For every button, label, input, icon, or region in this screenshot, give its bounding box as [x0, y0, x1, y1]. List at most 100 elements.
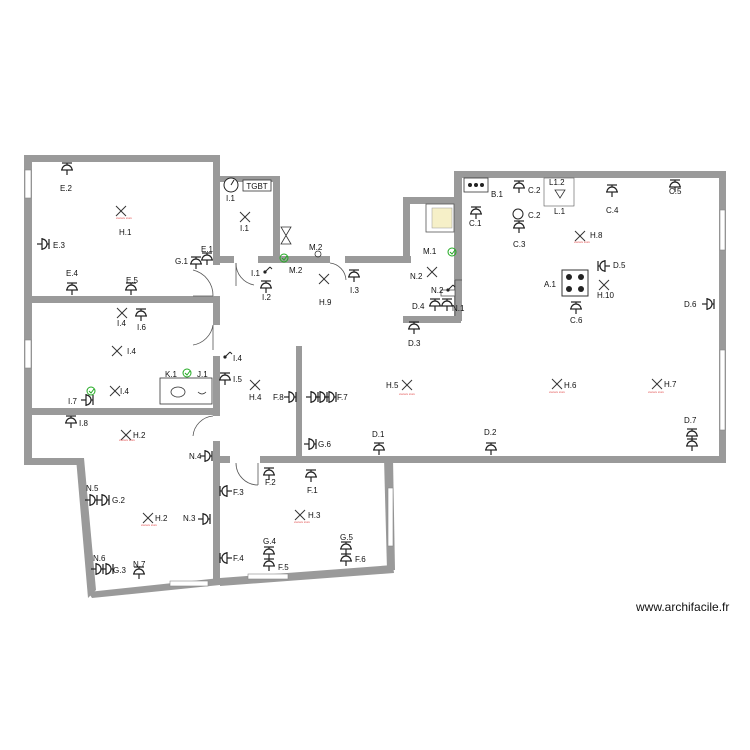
label-f5: F.5 — [278, 563, 289, 572]
label-c1: C.1 — [469, 219, 482, 228]
switch-icon — [222, 351, 233, 360]
c2-socket-icon — [512, 208, 524, 220]
label-k1: K.1 — [165, 370, 178, 379]
label-h5: H.5 — [386, 381, 399, 390]
lamp-icon — [318, 273, 330, 285]
label-h8: H.8 — [590, 231, 603, 240]
fixtures: TGBT — [159, 177, 589, 405]
lamp-icon — [651, 378, 663, 390]
lamp-icon — [116, 307, 128, 319]
label-g6: G.6 — [318, 440, 331, 449]
label-n6: N.6 — [93, 554, 106, 563]
label-e3: E.3 — [53, 241, 66, 250]
sink-l1 — [543, 177, 575, 207]
outlet-icon — [512, 180, 526, 194]
svg-text:xxxxxx xxxx: xxxxxx xxxx — [294, 520, 310, 524]
outlet-icon — [134, 308, 148, 322]
label-c2b: C.2 — [528, 211, 541, 220]
label-h7: H.7 — [664, 380, 677, 389]
outlet-icon — [428, 298, 442, 312]
label-f6: F.6 — [355, 555, 366, 564]
label-m2a: M.2 — [309, 243, 323, 252]
label-h6: H.6 — [564, 381, 577, 390]
outlet-icon — [484, 442, 498, 456]
outlet-icon — [262, 558, 276, 572]
label-i5: I.5 — [233, 375, 242, 384]
label-d4: D.4 — [412, 302, 425, 311]
label-g3: G.3 — [113, 566, 126, 575]
svg-text:xxxxxx xxxx: xxxxxx xxxx — [648, 390, 664, 394]
label-d2: D.2 — [484, 428, 497, 437]
outlet-icon — [259, 280, 273, 294]
outlet-icon — [304, 469, 318, 483]
lamp-icon — [111, 345, 123, 357]
lamp-icon — [142, 512, 154, 524]
label-h10: H.10 — [597, 291, 614, 300]
tgbt-label: TGBT — [246, 182, 267, 191]
label-i1a: I.1 — [226, 194, 235, 203]
svg-text:xxxxxx xxxx: xxxxxx xxxx — [116, 216, 132, 220]
label-c6: C.6 — [570, 316, 583, 325]
label-m1: M.1 — [423, 247, 437, 256]
outlet-icon — [372, 442, 386, 456]
label-l1: L.1 — [554, 207, 566, 216]
label-i4d: I.4 — [120, 387, 129, 396]
label-h9: H.9 — [319, 298, 332, 307]
label-i2: I.2 — [262, 293, 271, 302]
outlet-icon — [199, 449, 213, 463]
svg-text:xxxxxx xxxx: xxxxxx xxxx — [574, 240, 590, 244]
label-d5: D.5 — [613, 261, 626, 270]
outlet-icon — [262, 546, 276, 560]
label-i4b: I.4 — [127, 347, 136, 356]
switch-icon — [262, 266, 273, 275]
outlet-icon — [189, 256, 203, 270]
outlet-icon — [65, 282, 79, 296]
label-c3: C.3 — [513, 240, 526, 249]
label-n7: N.7 — [133, 560, 146, 569]
label-n5: N.5 — [86, 484, 99, 493]
lamp-icon — [598, 279, 610, 291]
outlet-icon — [60, 162, 74, 176]
label-m2b: M.2 — [289, 266, 303, 275]
outlet-icon — [96, 493, 110, 507]
outlet-icon — [347, 269, 361, 283]
outlet-icon — [200, 252, 214, 266]
outlet-icon — [219, 484, 233, 498]
sensor-icon — [86, 386, 96, 396]
lamp-icon — [426, 266, 438, 278]
label-i6: I.6 — [137, 323, 146, 332]
label-n4: N.4 — [189, 452, 202, 461]
outlet-icon — [569, 301, 583, 315]
outlet-icon — [218, 372, 232, 386]
label-f1: F.1 — [307, 486, 318, 495]
outlet-icon — [597, 259, 611, 273]
label-g2: G.2 — [112, 496, 125, 505]
watermark[interactable]: www.archifacile.fr — [636, 600, 730, 614]
label-f3: F.3 — [233, 488, 244, 497]
label-i8: I.8 — [79, 419, 88, 428]
outlet-icon — [685, 438, 699, 452]
svg-text:xxxxxx xxxx: xxxxxx xxxx — [399, 392, 415, 396]
label-h4: H.4 — [249, 393, 262, 402]
label-d1: D.1 — [372, 430, 385, 439]
outlet-icon — [219, 551, 233, 565]
plan-labels: E.2 H.1 E.3 E.1 G.1 E.4 E.5 I.1 I.1 I.1 … — [53, 178, 697, 575]
label-g1: G.1 — [175, 257, 188, 266]
label-i3: I.3 — [350, 286, 359, 295]
label-g4: G.4 — [263, 537, 276, 546]
label-b1: B.1 — [491, 190, 504, 199]
label-h3: H.3 — [308, 511, 321, 520]
label-e1: E.1 — [201, 245, 214, 254]
label-n2a: N.2 — [410, 272, 423, 281]
label-f4: F.4 — [233, 554, 244, 563]
lamp-icon — [249, 379, 261, 391]
doors — [192, 256, 462, 486]
lamp-icon — [551, 378, 563, 390]
label-c5: C.5 — [669, 187, 682, 196]
walls — [24, 155, 726, 598]
label-d6: D.6 — [684, 300, 697, 309]
cooktop-a1 — [561, 269, 589, 297]
label-h1: H.1 — [119, 228, 132, 237]
svg-text:xxxxxx xxxx: xxxxxx xxxx — [549, 390, 565, 394]
